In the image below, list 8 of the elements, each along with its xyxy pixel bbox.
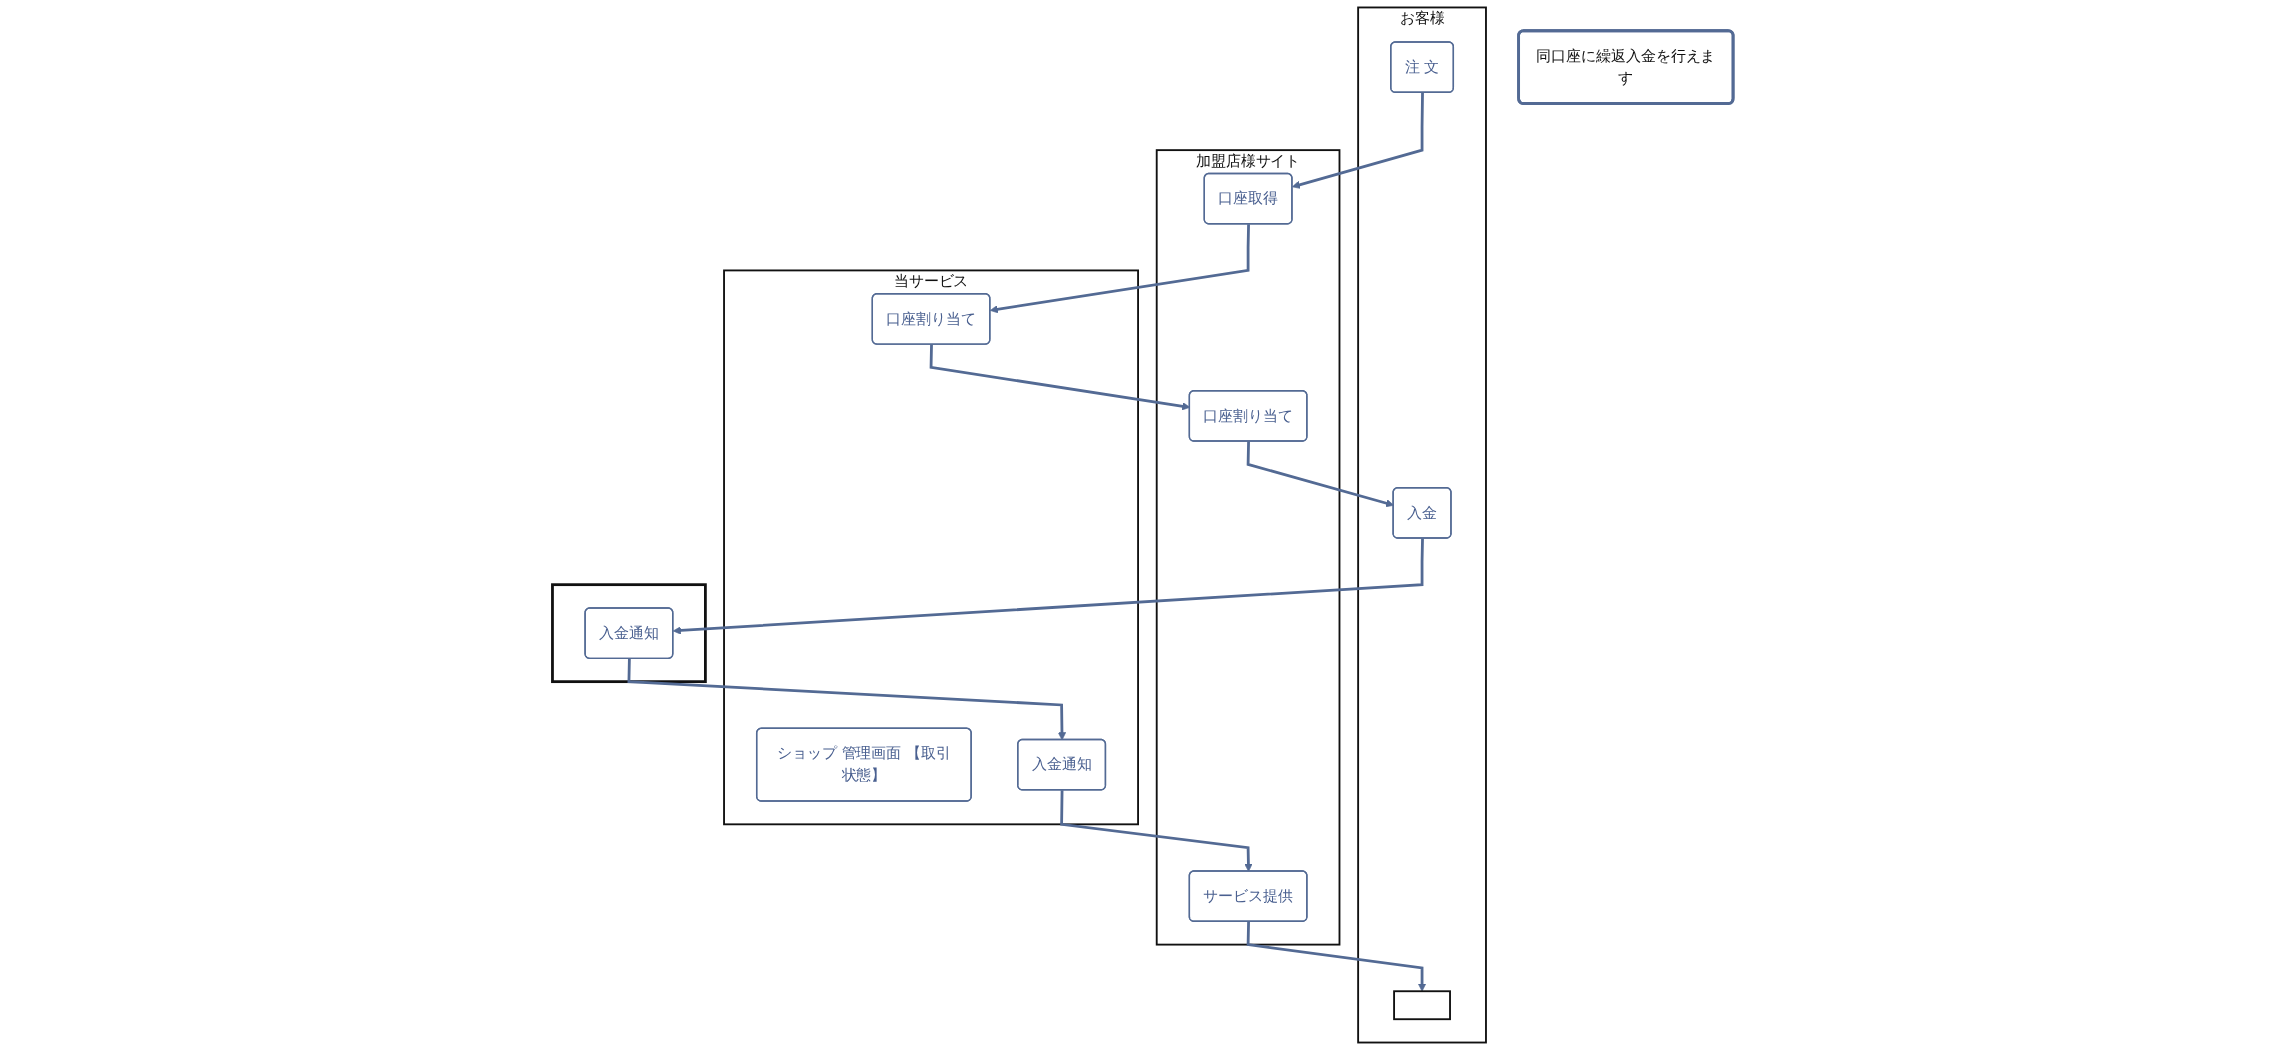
node-box: [1393, 990, 1452, 1021]
arrow: [990, 224, 1251, 314]
arrow: [1246, 921, 1427, 992]
arrow: [1060, 790, 1253, 872]
arrow: [627, 658, 1067, 741]
arrow: [673, 538, 1425, 635]
arrow: [1292, 92, 1425, 189]
cluster: [551, 583, 707, 684]
